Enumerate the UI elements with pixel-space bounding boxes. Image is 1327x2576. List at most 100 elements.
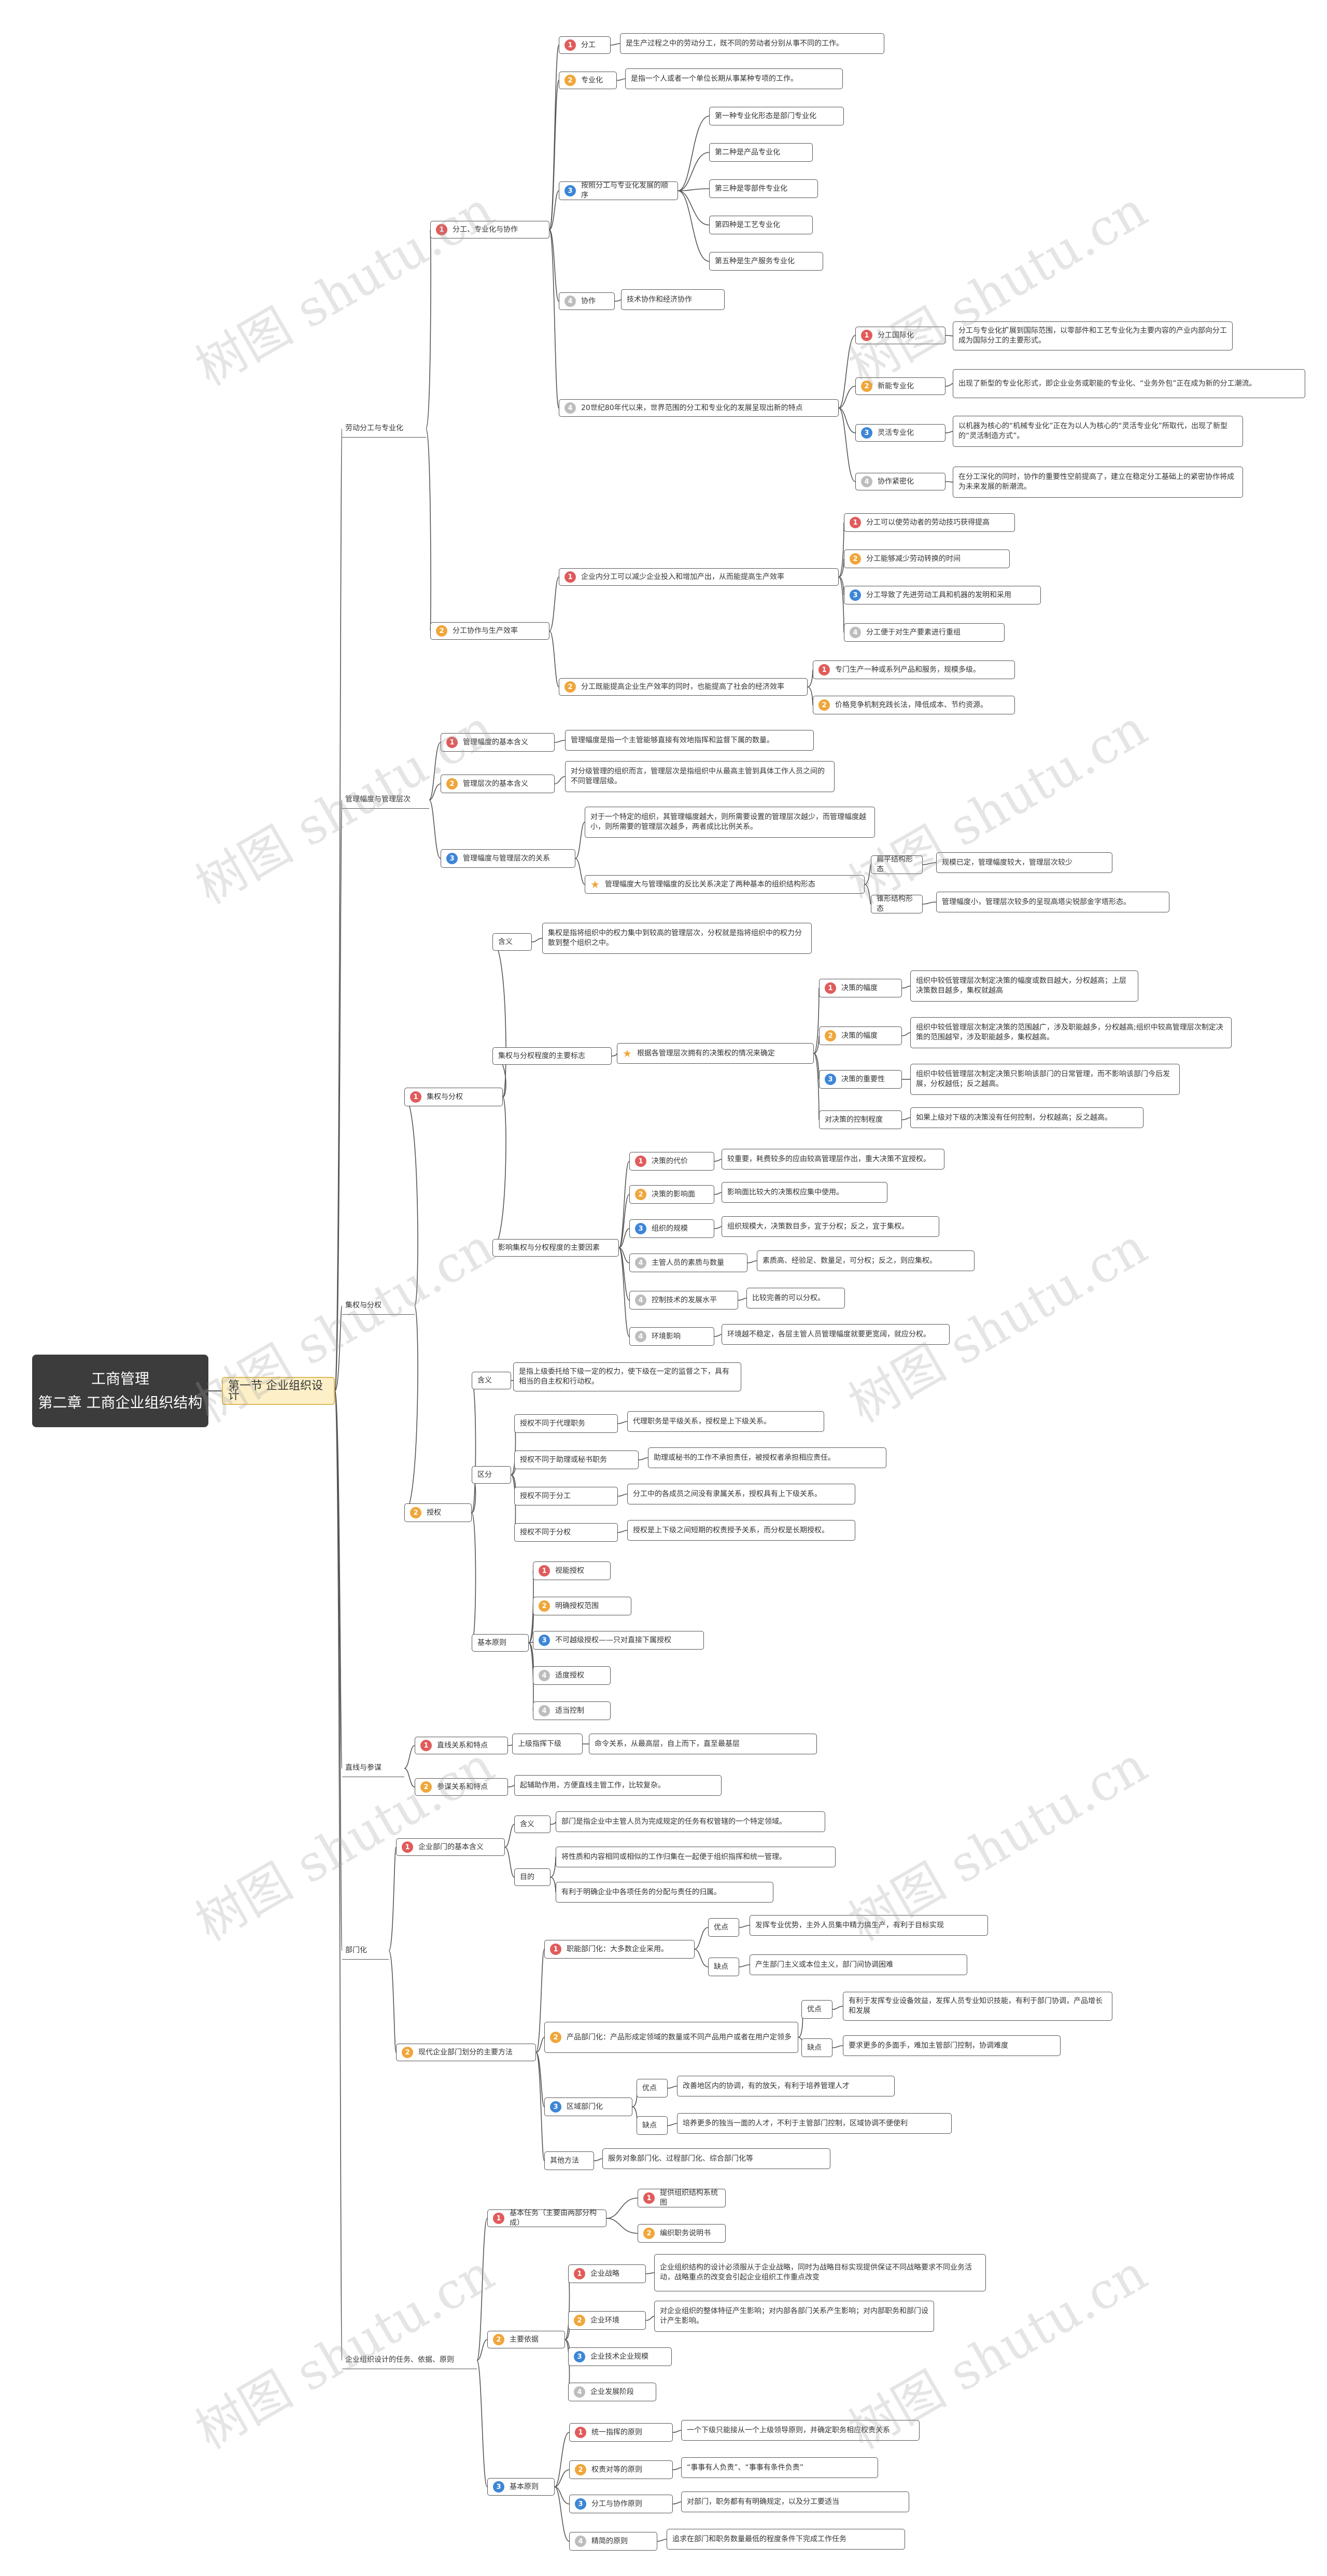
- node-b3b[interactable]: ★管理幅度大与管理幅度的反比关系决定了两种基本的组织结构形态: [585, 875, 865, 894]
- node-b1-d[interactable]: 管理幅度是指一个主管能够直接有效地指挥和监督下属的数量。: [565, 730, 814, 751]
- node-e1b1[interactable]: 将性质和内容相同或相似的工作归集在一起便于组织指挥和统一管理。: [556, 1847, 836, 1867]
- node-e2a2-d[interactable]: 产生部门主义或本位主义，部门间协调困难: [750, 1954, 967, 1975]
- node-d1a[interactable]: 上级指挥下级: [512, 1734, 583, 1754]
- node-e1b2[interactable]: 有利于明确企业中各项任务的分配与责任的归属。: [556, 1882, 773, 1903]
- node-f2a-d[interactable]: 企业组织结构的设计必须服从于企业战略，同时为战略目标实现提供保证不同战略要求不同…: [654, 2254, 986, 2291]
- node-c1b4[interactable]: 对决策的控制程度: [819, 1110, 902, 1129]
- node-c2a[interactable]: 含义: [472, 1372, 511, 1389]
- node-c2b4-d[interactable]: 授权是上下级之间短期的权责授予关系，而分权是长期授权。: [627, 1520, 855, 1541]
- node-e2c2[interactable]: 缺点: [637, 2116, 668, 2135]
- node-e2a2[interactable]: 缺点: [708, 1958, 739, 1976]
- node-a1c1[interactable]: 第一种专业化形态是部门专业化: [709, 107, 844, 125]
- node-c2b1-d[interactable]: 代理职务是平级关系，授权是上下级关系。: [627, 1411, 824, 1432]
- node-e2c2-d[interactable]: 培养更多的独当一面的人才，不利于主管部门控制，区域协调不便使利: [677, 2113, 952, 2134]
- node-c1c[interactable]: 影响集权与分权程度的主要因素: [492, 1239, 619, 1257]
- node-c1c6-d[interactable]: 环境越不稳定，各层主管人员管理幅度就要更宽阔，就应分权。: [722, 1324, 950, 1345]
- node-a1d-d[interactable]: 技术协作和经济协作: [621, 289, 725, 310]
- node-a1c3[interactable]: 第三种是零部件专业化: [709, 179, 818, 198]
- node-a1e1-d[interactable]: 分工与专业化扩展到国际范围，以零部件和工艺专业化为主要内容的产业内部向分工成为国…: [953, 321, 1233, 350]
- node-c2a-d[interactable]: 是指上级委托给下级一定的权力，使下级在一定的监督之下，具有相当的自主权和行动权。: [513, 1362, 741, 1391]
- node-b2-d[interactable]: 对分级管理的组织而言，管理层次是指组织中从最高主管到具体工作人员之间的不同管理层…: [565, 761, 835, 792]
- node-f3a-d[interactable]: 一个下级只能接从一个上级领导原则，并确定职务相应权责关系: [681, 2420, 920, 2441]
- node-f3c-d[interactable]: 对部门，职务都有有明确规定，以及分工要适当: [681, 2491, 909, 2512]
- node-b3b1[interactable]: 扁平结构形态: [871, 855, 923, 874]
- node-e2b2-d[interactable]: 要求更多的多面手，难加主管部门控制，协调难度: [843, 2035, 1061, 2056]
- node-c1c4-d[interactable]: 素质高、经验足、数量足，可分权；反之，则应集权。: [757, 1250, 975, 1271]
- node-c2b3-d[interactable]: 分工中的各成员之间没有隶属关系，授权具有上下级关系。: [627, 1484, 855, 1504]
- root-node[interactable]: 工商管理 第二章 工商企业组织结构: [32, 1355, 208, 1427]
- node-c2c[interactable]: 基本原则: [472, 1634, 529, 1652]
- node-c1b[interactable]: 集权与分权程度的主要标志: [492, 1047, 612, 1065]
- node-c1b2-d[interactable]: 组织中较低管理层次制定决策的范围越广，涉及职能越多，分权越高;组织中较高管理层次…: [910, 1017, 1232, 1048]
- node-f3b-d[interactable]: “事事有人负责”、“事事有条件负责”: [681, 2457, 878, 2478]
- node-f2b-d[interactable]: 对企业组织的整体特征产生影响；对内部各部门关系产生影响；对内部职务和部门设计产生…: [654, 2301, 934, 2332]
- node-c2b[interactable]: 区分: [472, 1466, 511, 1484]
- node-c1b1-d[interactable]: 组织中较低管理层次制定决策的幅度或数目越大，分权越高；上层决策数目越多，集权就越…: [910, 970, 1138, 1002]
- node-e2d[interactable]: 其他方法: [544, 2151, 594, 2170]
- node-a1a-d[interactable]: 是生产过程之中的劳动分工，既不同的劳动者分别从事不同的工作。: [620, 33, 884, 54]
- node-b[interactable]: 管理幅度与管理层次: [342, 791, 429, 809]
- node-c1c1-d[interactable]: 较重要，耗费较多的应由较高管理层作出，重大决策不宜授权。: [722, 1149, 944, 1170]
- node-e2c1[interactable]: 优点: [637, 2079, 668, 2098]
- node-e2c1-d[interactable]: 改善地区内的协调，有的放矢，有利于培养管理人才: [677, 2076, 895, 2096]
- node-a1c4[interactable]: 第四种是工艺专业化: [709, 216, 813, 234]
- node-c2b3[interactable]: 授权不同于分工: [514, 1487, 618, 1505]
- node-f[interactable]: 企业组织设计的任务、依据、原则: [342, 2352, 477, 2369]
- node-b3b2[interactable]: 锥形结构形态: [871, 895, 923, 913]
- node-c1b4-d[interactable]: 如果上级对下级的决策没有任何控制，分权越高；反之越高。: [910, 1107, 1144, 1128]
- node-c[interactable]: 集权与分权: [342, 1297, 415, 1315]
- node-c1c2-d[interactable]: 影响面比较大的决策权应集中使用。: [722, 1182, 887, 1203]
- node-c1b3-d[interactable]: 组织中较低管理层次制定决策只影响该部门的日常管理，而不影响该部门今后发展，分权越…: [910, 1064, 1180, 1095]
- node-a1e4-d[interactable]: 在分工深化的同时，协作的重要性空前提高了，建立在稳定分工基础上的紧密协作将成为未…: [953, 467, 1243, 498]
- node-a[interactable]: 劳动分工与专业化: [342, 420, 426, 438]
- node-c2b2[interactable]: 授权不同于助理或秘书职务: [514, 1451, 639, 1469]
- node-a1c2[interactable]: 第二种是产品专业化: [709, 143, 813, 162]
- node-d2-d[interactable]: 起辅助作用，方便直线主管工作，比较复杂。: [514, 1775, 722, 1796]
- node-b3b1-d[interactable]: 规模已定，管理幅度较大，管理层次较少: [936, 852, 1112, 873]
- node-e1a[interactable]: 含义: [514, 1815, 550, 1833]
- node-d1a-d[interactable]: 命令关系，从最高层，自上而下，直至最基层: [589, 1734, 817, 1754]
- node-c1a-d[interactable]: 集权是指将组织中的权力集中到较高的管理层次，分权就是指将组织中的权力分散到整个组…: [542, 923, 812, 954]
- node-c2b4[interactable]: 授权不同于分权: [514, 1523, 618, 1542]
- node-e2b1-d[interactable]: 有利于发挥专业设备效益，发挥人员专业知识技能，有利于部门协调，产品增长和发展: [843, 1992, 1112, 2021]
